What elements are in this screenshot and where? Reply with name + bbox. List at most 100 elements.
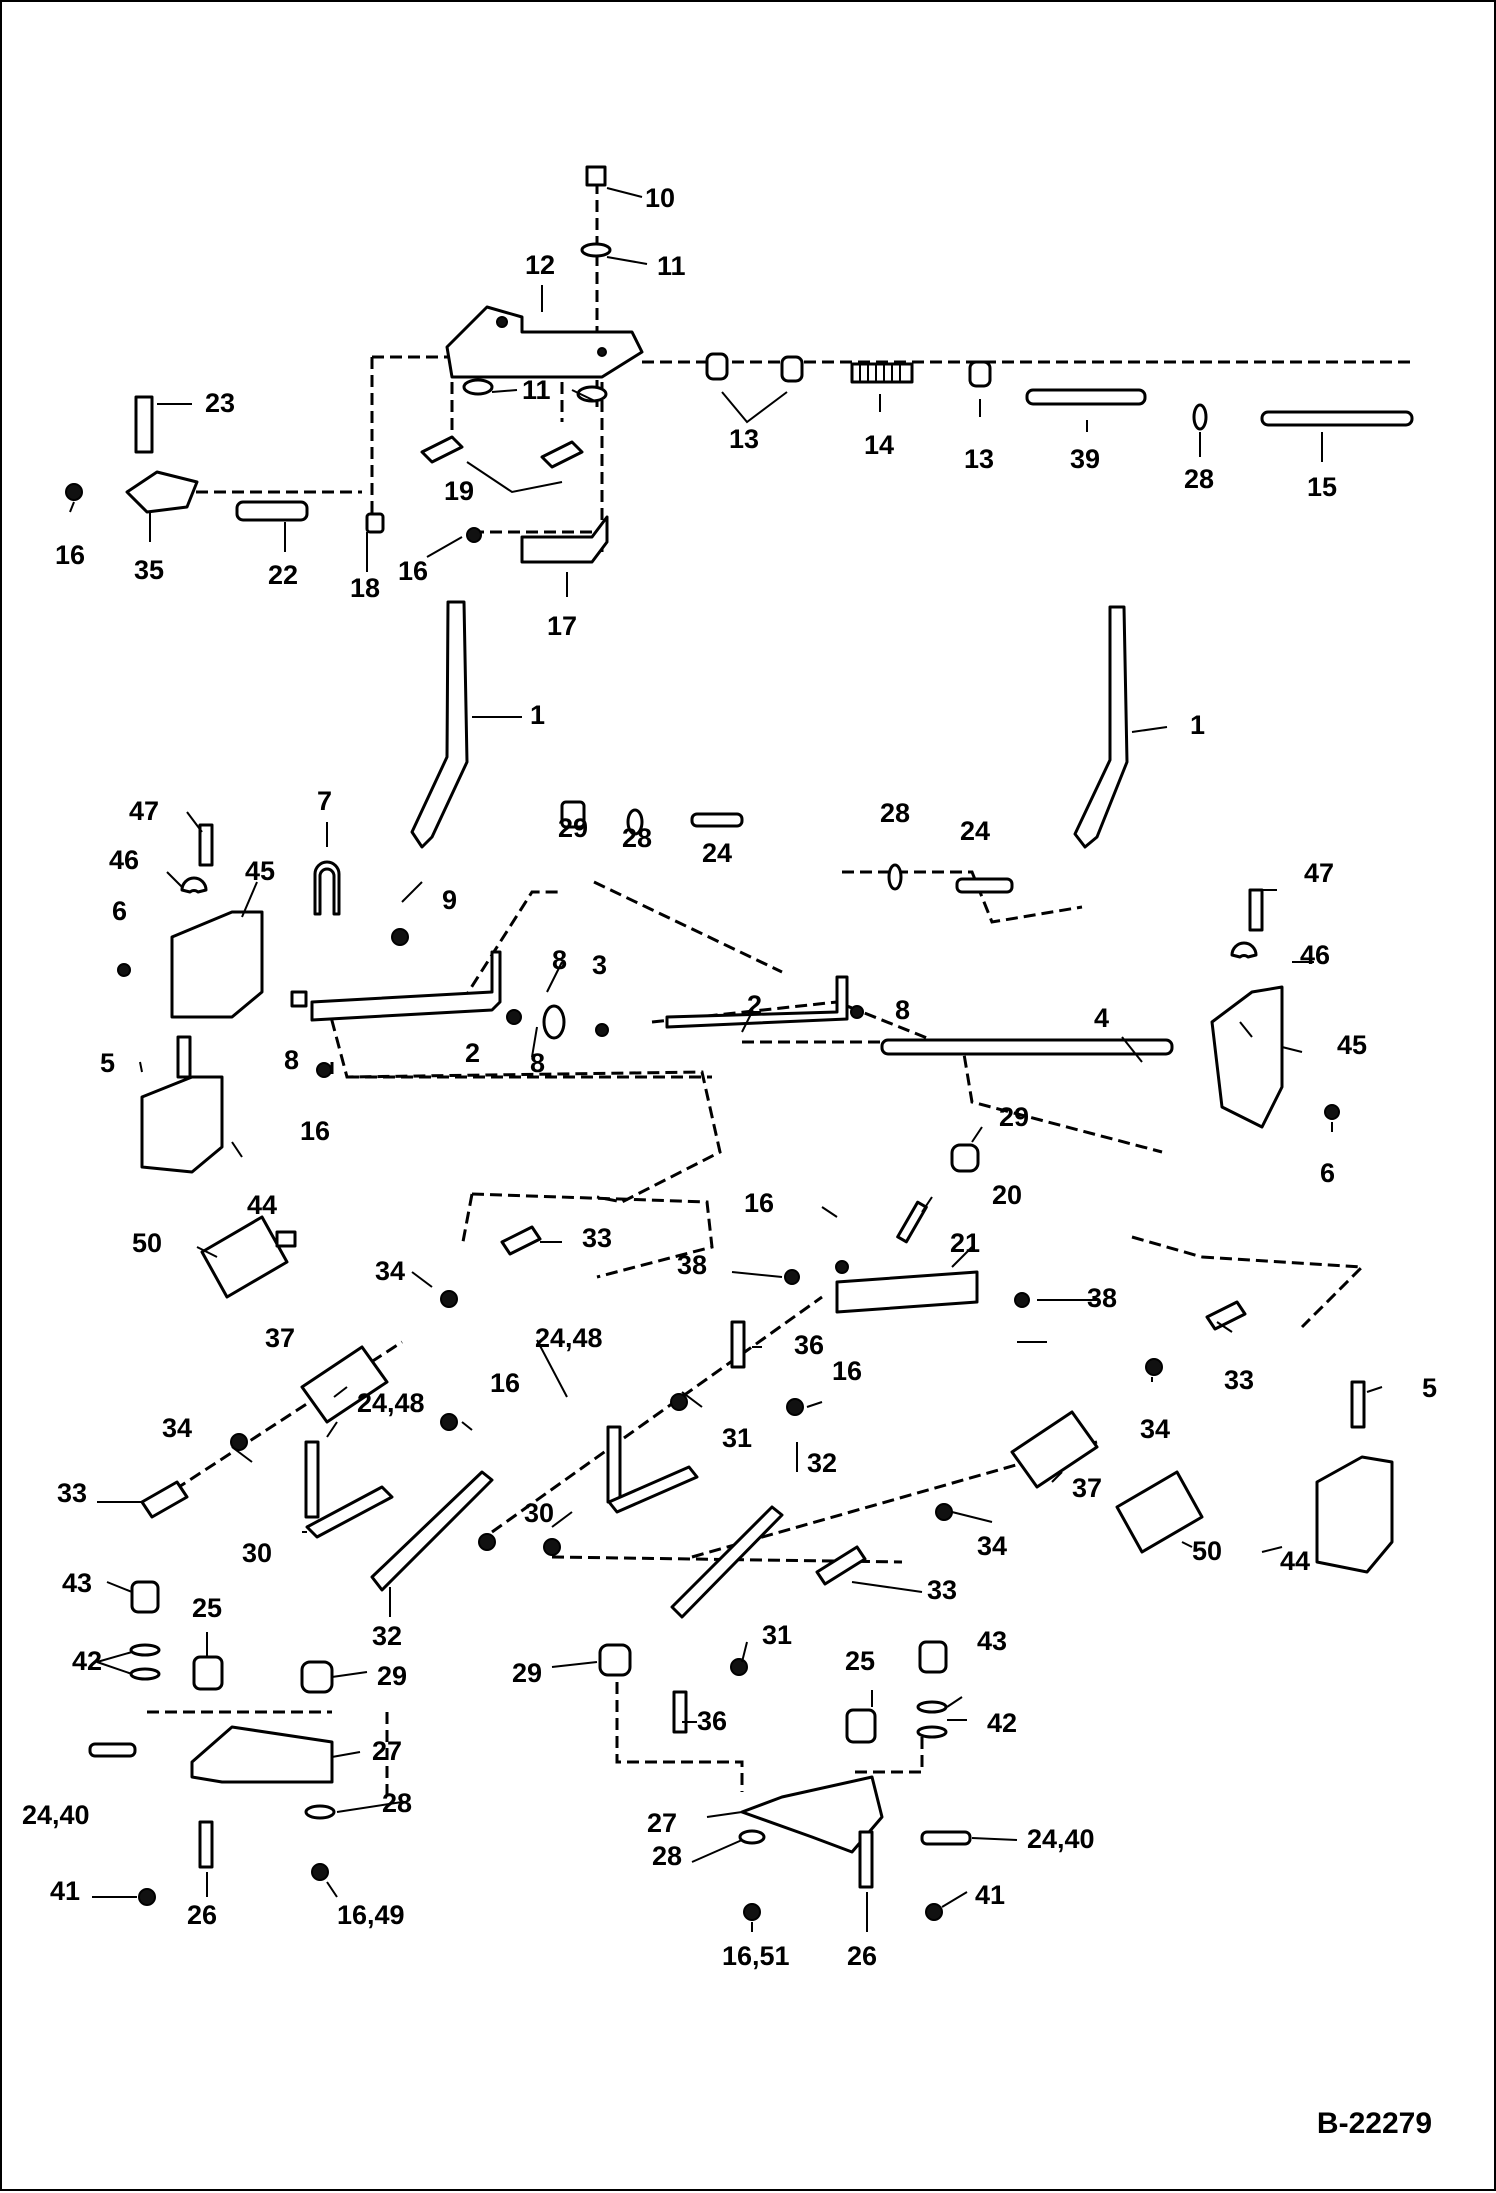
callout-45a: 45 bbox=[245, 856, 275, 886]
callout-9: 9 bbox=[442, 885, 457, 915]
bolt-47-right-icon bbox=[1248, 888, 1264, 932]
spacer-29a-icon bbox=[560, 800, 586, 829]
lever-1-right-icon bbox=[1073, 605, 1129, 849]
rod-end-33-bottom-icon bbox=[815, 1545, 867, 1586]
lever-1-left-icon bbox=[410, 600, 469, 849]
callout-27b: 27 bbox=[647, 1808, 677, 1838]
callout-31a: 31 bbox=[722, 1423, 752, 1453]
arm-30-left-icon bbox=[305, 1485, 394, 1539]
bushing-25-left-icon bbox=[192, 1655, 224, 1691]
washer-28c-icon bbox=[304, 1804, 336, 1820]
arm-30-mid-icon bbox=[607, 1465, 699, 1514]
bracket-17-icon bbox=[520, 515, 609, 564]
cap-43-left-icon bbox=[130, 1580, 160, 1614]
callout-16b: 16 bbox=[398, 556, 428, 586]
bolt-24-40-right-icon bbox=[920, 1830, 972, 1846]
callout-33b: 33 bbox=[1224, 1365, 1254, 1395]
control-levers bbox=[410, 600, 1129, 849]
bolt-36-bottom-icon bbox=[672, 1690, 688, 1734]
clip-46-left-icon bbox=[180, 876, 208, 894]
callout-16a: 16 bbox=[55, 540, 85, 570]
callout-5a: 5 bbox=[100, 1048, 115, 1078]
callout-26a: 26 bbox=[187, 1900, 217, 1930]
callout-1a: 1 bbox=[530, 700, 545, 730]
bracket-27-left-icon bbox=[190, 1725, 334, 1784]
rod-4-icon bbox=[880, 1038, 1174, 1056]
callout-16f: 16 bbox=[490, 1368, 520, 1398]
pin-19a-icon bbox=[420, 435, 464, 464]
pin-19b-icon bbox=[540, 440, 584, 469]
nut-18-icon bbox=[365, 512, 385, 534]
callout-37a: 37 bbox=[265, 1323, 295, 1353]
callout-36a: 36 bbox=[794, 1330, 824, 1360]
callout-19: 19 bbox=[444, 476, 474, 506]
callout-6a: 6 bbox=[112, 896, 127, 926]
callout-34b: 34 bbox=[162, 1413, 192, 1443]
callout-24-48-b: 24,48 bbox=[535, 1323, 603, 1353]
callout-25a: 25 bbox=[192, 1593, 222, 1623]
callout-45b: 45 bbox=[1337, 1030, 1367, 1060]
callout-36b: 36 bbox=[697, 1706, 727, 1736]
rod-39-icon bbox=[1025, 388, 1147, 406]
callout-50b: 50 bbox=[1192, 1536, 1222, 1566]
bolt-10-icon bbox=[585, 165, 607, 187]
callout-41b: 41 bbox=[975, 1880, 1005, 1910]
washer-28a-icon bbox=[626, 808, 644, 836]
middle-linkage-assembly bbox=[117, 800, 1340, 1204]
rod-15-icon bbox=[1260, 410, 1414, 427]
callout-7: 7 bbox=[317, 786, 332, 816]
nut-13c-icon bbox=[968, 360, 992, 388]
top-bracket-assembly bbox=[65, 165, 1414, 564]
callout-2b: 2 bbox=[747, 990, 762, 1020]
washer-11b-icon bbox=[462, 378, 494, 396]
cap-43-right-icon bbox=[918, 1640, 948, 1674]
lever-35-icon bbox=[125, 470, 199, 514]
spacer-29c-icon bbox=[300, 1660, 334, 1694]
callout-28a: 28 bbox=[1184, 464, 1214, 494]
callout-46a: 46 bbox=[109, 845, 139, 875]
callout-41a: 41 bbox=[50, 1876, 80, 1906]
spacer-29b-icon bbox=[950, 1143, 980, 1173]
callout-46b: 46 bbox=[1300, 940, 1330, 970]
callout-16c: 16 bbox=[300, 1116, 330, 1146]
bolt-36-top-icon bbox=[730, 1320, 746, 1369]
damper-50-right-icon bbox=[1115, 1470, 1204, 1554]
callout-17: 17 bbox=[547, 611, 577, 641]
arm-2-right-icon bbox=[665, 975, 849, 1029]
bracket-44-left-icon bbox=[140, 1075, 224, 1174]
callout-6b: 6 bbox=[1320, 1158, 1335, 1188]
callout-42a: 42 bbox=[72, 1646, 102, 1676]
callout-15: 15 bbox=[1307, 472, 1337, 502]
nut-13b-icon bbox=[780, 355, 804, 383]
bolt-24-48-mid-icon bbox=[606, 1425, 622, 1504]
callout-31b: 31 bbox=[762, 1620, 792, 1650]
bolt-26-right-icon bbox=[858, 1830, 874, 1889]
u-bolt-7-icon bbox=[313, 860, 341, 916]
damper-37-left-icon bbox=[300, 1345, 389, 1424]
callout-29c: 29 bbox=[377, 1661, 407, 1691]
callout-38a: 38 bbox=[677, 1250, 707, 1280]
spacer-29d-icon bbox=[598, 1643, 632, 1677]
washer-42a-icon bbox=[129, 1643, 161, 1657]
bolt-23-icon bbox=[134, 395, 154, 454]
callout-11b: 11 bbox=[522, 375, 551, 405]
damper-50-left-icon bbox=[200, 1215, 289, 1299]
callout-3: 3 bbox=[592, 950, 607, 980]
callout-34c: 34 bbox=[1140, 1414, 1170, 1444]
callout-34a: 34 bbox=[375, 1256, 405, 1286]
callout-24-40-a: 24,40 bbox=[22, 1800, 90, 1830]
callout-38b: 38 bbox=[1087, 1283, 1117, 1313]
callout-43b: 43 bbox=[977, 1626, 1007, 1656]
bolt-20-icon bbox=[896, 1200, 928, 1244]
callout-29d: 29 bbox=[512, 1658, 542, 1688]
callout-18: 18 bbox=[350, 573, 380, 603]
callout-27a: 27 bbox=[372, 1736, 402, 1766]
washer-28-icon bbox=[1192, 403, 1208, 431]
callout-22: 22 bbox=[268, 560, 298, 590]
callout-29b: 29 bbox=[999, 1102, 1029, 1132]
rod-end-33-top-icon bbox=[500, 1225, 542, 1256]
callout-34d: 34 bbox=[977, 1531, 1007, 1561]
callout-42b: 42 bbox=[987, 1708, 1017, 1738]
callout-47a: 47 bbox=[129, 796, 159, 826]
